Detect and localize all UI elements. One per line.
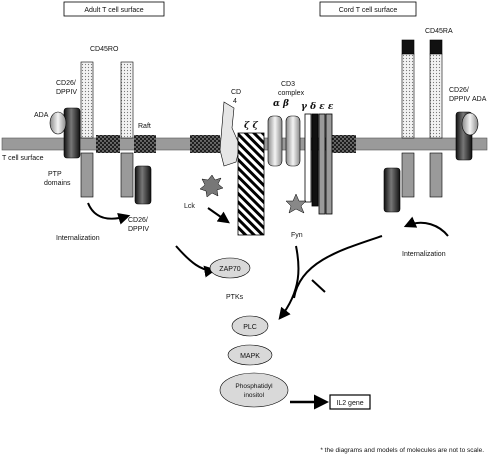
ada-left-label: ADA <box>34 112 49 119</box>
phosphatidylinositol-label-line1: Phosphatidyl <box>235 383 273 390</box>
ada-right-molecule <box>461 112 479 136</box>
cd45ra-inhibition-line <box>293 235 383 299</box>
plc-node <box>231 315 269 337</box>
internalization-right-label: Internalization <box>402 251 446 258</box>
cd26-right-internalized-molecule <box>383 167 401 213</box>
cd3-delta-chain <box>311 113 319 207</box>
cd26-internalized-label-line1: CD26/ <box>128 217 148 224</box>
il2-gene-box <box>329 394 371 410</box>
cd26-left-label-line1: CD26/ <box>56 80 76 87</box>
cd26-internalized-label-line2: DPPIV <box>128 226 149 233</box>
lck-to-zeta-arrow <box>207 207 230 224</box>
ada-left-molecule <box>49 111 67 135</box>
ptks-label: PTKs <box>226 294 244 301</box>
cd4-label-line2: 4 <box>233 98 237 105</box>
cd45ro-molecule-1 <box>80 61 94 198</box>
raft-segment-3 <box>190 135 220 153</box>
cd45ro-to-zap70-arrow <box>175 245 217 278</box>
zeta-chain <box>237 132 265 236</box>
cd3-label-line2: complex <box>278 90 305 97</box>
cd3-epsilon-chain-1 <box>318 113 326 215</box>
cd26-right-label-line1: CD26/ <box>449 87 469 94</box>
ada-right-label: ADA <box>472 96 487 103</box>
cd4-label-line1: CD <box>231 89 241 96</box>
mapk-node <box>227 344 273 366</box>
cd45ra-label: CD45RA <box>425 28 453 35</box>
adult-header-label: Adult T cell surface <box>84 7 143 14</box>
phosphatidylinositol-node <box>219 372 289 408</box>
lck-kinase <box>199 174 224 198</box>
cord-header-label: Cord T cell surface <box>339 7 398 14</box>
cd45ro-label: CD45RO <box>90 46 119 53</box>
cd26-left-label-line2: DPPIV <box>56 89 77 96</box>
zeta-zeta-label: ζ ζ <box>244 121 258 131</box>
gamma-delta-epsilon-label: γ δ ε ε <box>301 102 334 112</box>
raft-segment-4 <box>330 135 356 153</box>
lck-label: Lck <box>184 203 195 210</box>
adult-header-box <box>63 1 165 17</box>
alpha-beta-label: α β <box>273 99 289 109</box>
cd45ra-molecule-2 <box>429 39 443 198</box>
internalization-left-label: Internalization <box>56 235 100 242</box>
cd26-right-label-line2: DPPIV <box>449 96 470 103</box>
raft-segment-1 <box>96 135 120 153</box>
t-cell-surface-label: T cell surface <box>2 155 44 162</box>
cd3-epsilon-chain-2 <box>325 113 333 215</box>
internalization-arrow-right <box>403 216 449 237</box>
cd3-label-line1: CD3 <box>281 81 295 88</box>
cord-header-box <box>319 1 417 17</box>
inhibition-bar <box>311 279 326 293</box>
mapk-label: MAPK <box>240 353 260 360</box>
to-plc-arrow <box>278 245 300 320</box>
cd45ro-molecule-2 <box>120 61 134 198</box>
cd3-gamma-chain <box>304 113 312 203</box>
cd3-beta-molecule <box>285 115 301 167</box>
cd26-left-molecule <box>63 107 81 159</box>
fyn-label: Fyn <box>291 232 303 239</box>
cd4-molecule <box>219 101 241 167</box>
ptp-domains-label-line1: PTP <box>48 171 62 178</box>
il2-gene-label: IL2 gene <box>336 400 363 407</box>
zap70-node <box>209 257 251 279</box>
raft-label: Raft <box>138 123 151 130</box>
footnote: * the diagrams and models of molecules a… <box>320 447 484 454</box>
cd26-internalized-molecule <box>134 165 152 205</box>
cd45ra-molecule-1 <box>401 39 415 198</box>
cd3-alpha-molecule <box>267 115 283 167</box>
zap70-label: ZAP70 <box>219 266 241 273</box>
internalization-arrow-left <box>87 202 131 225</box>
ptp-domains-label-line2: domains <box>44 180 71 187</box>
phosphatidylinositol-label-line2: inositol <box>244 392 265 399</box>
fyn-kinase <box>285 193 307 214</box>
plc-label: PLC <box>243 324 257 331</box>
raft-segment-2 <box>134 135 156 153</box>
